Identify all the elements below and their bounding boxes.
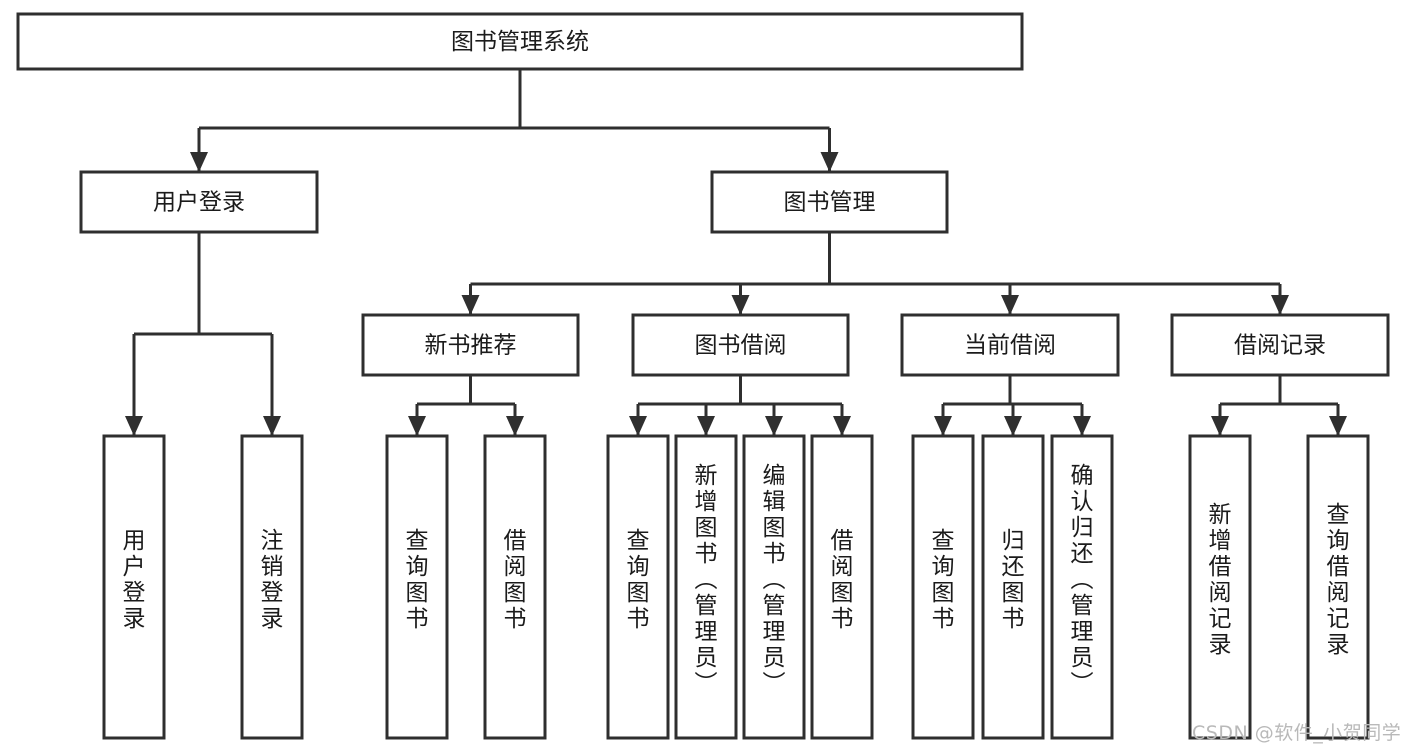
node-leaf-query-record[interactable]: 查询借阅记录 bbox=[1306, 434, 1370, 740]
node-bookmgmt[interactable]: 图书管理 bbox=[710, 170, 949, 234]
node-label-leaf-query-book-2: 查询图书 bbox=[627, 528, 650, 632]
node-box-leaf-user-logout[interactable] bbox=[240, 434, 304, 740]
node-label-leaf-confirm-return-admin: 确认归还︵管理员︶ bbox=[1071, 463, 1094, 697]
arrow-head-leaf-borrow-book-2 bbox=[833, 416, 851, 436]
node-label-leaf-user-login: 用户登录 bbox=[123, 528, 146, 632]
arrow-head-leaf-user-login bbox=[125, 416, 143, 436]
node-current[interactable]: 当前借阅 bbox=[900, 313, 1120, 377]
node-box-records[interactable] bbox=[1170, 313, 1390, 377]
node-leaf-return-book[interactable]: 归还图书 bbox=[981, 434, 1045, 740]
node-box-leaf-borrow-book-2[interactable] bbox=[810, 434, 874, 740]
node-box-leaf-return-book[interactable] bbox=[981, 434, 1045, 740]
arrow-head-leaf-query-book-1 bbox=[408, 416, 426, 436]
node-newbook[interactable]: 新书推荐 bbox=[361, 313, 580, 377]
node-root[interactable]: 图书管理系统 bbox=[16, 12, 1024, 71]
arrow-head-current bbox=[1001, 295, 1019, 315]
node-box-leaf-borrow-book-1[interactable] bbox=[483, 434, 547, 740]
node-box-leaf-add-book-admin[interactable] bbox=[674, 434, 738, 740]
arrow-head-leaf-query-book-2 bbox=[629, 416, 647, 436]
node-box-leaf-query-book-3[interactable] bbox=[911, 434, 975, 740]
node-box-leaf-add-record[interactable] bbox=[1188, 434, 1252, 740]
node-leaf-add-book-admin[interactable]: 新增图书︵管理员︶ bbox=[674, 434, 738, 740]
node-label-leaf-query-book-3: 查询图书 bbox=[932, 528, 955, 632]
node-leaf-add-record[interactable]: 新增借阅记录 bbox=[1188, 434, 1252, 740]
node-label-login: 用户登录 bbox=[153, 190, 245, 216]
node-leaf-query-book-1[interactable]: 查询图书 bbox=[385, 434, 449, 740]
node-box-bookmgmt[interactable] bbox=[710, 170, 949, 234]
arrow-head-leaf-borrow-book-1 bbox=[506, 416, 524, 436]
node-label-newbook: 新书推荐 bbox=[425, 333, 517, 359]
node-label-records: 借阅记录 bbox=[1234, 333, 1326, 359]
nodes-layer: 图书管理系统用户登录图书管理新书推荐图书借阅当前借阅借阅记录用户登录注销登录查询… bbox=[16, 12, 1390, 740]
node-box-leaf-query-book-1[interactable] bbox=[385, 434, 449, 740]
node-leaf-query-book-2[interactable]: 查询图书 bbox=[606, 434, 670, 740]
node-leaf-user-login[interactable]: 用户登录 bbox=[102, 434, 166, 740]
arrow-head-leaf-edit-book-admin bbox=[765, 416, 783, 436]
edges-layer bbox=[125, 69, 1347, 436]
node-label-leaf-query-record: 查询借阅记录 bbox=[1327, 502, 1350, 658]
node-label-leaf-add-record: 新增借阅记录 bbox=[1209, 502, 1232, 658]
node-label-leaf-borrow-book-2: 借阅图书 bbox=[831, 528, 854, 632]
arrow-head-bookmgmt bbox=[820, 152, 839, 172]
node-label-root: 图书管理系统 bbox=[451, 29, 589, 55]
node-box-borrow[interactable] bbox=[631, 313, 850, 377]
node-leaf-query-book-3[interactable]: 查询图书 bbox=[911, 434, 975, 740]
node-box-login[interactable] bbox=[79, 170, 319, 234]
node-label-leaf-borrow-book-1: 借阅图书 bbox=[504, 528, 527, 632]
arrow-head-leaf-user-logout bbox=[263, 416, 281, 436]
node-records[interactable]: 借阅记录 bbox=[1170, 313, 1390, 377]
arrow-head-leaf-query-record bbox=[1329, 416, 1347, 436]
node-label-leaf-user-logout: 注销登录 bbox=[261, 528, 284, 632]
node-label-bookmgmt: 图书管理 bbox=[784, 190, 876, 216]
arrow-head-leaf-confirm-return-admin bbox=[1073, 416, 1091, 436]
arrow-head-borrow bbox=[731, 295, 750, 315]
arrow-head-records bbox=[1271, 295, 1289, 315]
node-leaf-borrow-book-1[interactable]: 借阅图书 bbox=[483, 434, 547, 740]
node-box-leaf-query-record[interactable] bbox=[1306, 434, 1370, 740]
node-leaf-borrow-book-2[interactable]: 借阅图书 bbox=[810, 434, 874, 740]
node-box-leaf-confirm-return-admin[interactable] bbox=[1050, 434, 1114, 740]
arrow-head-leaf-add-record bbox=[1211, 416, 1229, 436]
node-leaf-edit-book-admin[interactable]: 编辑图书︵管理员︶ bbox=[742, 434, 806, 740]
node-box-root[interactable] bbox=[16, 12, 1024, 71]
arrow-head-leaf-add-book-admin bbox=[697, 416, 715, 436]
node-label-leaf-add-book-admin: 新增图书︵管理员︶ bbox=[695, 463, 718, 697]
node-leaf-user-logout[interactable]: 注销登录 bbox=[240, 434, 304, 740]
node-leaf-confirm-return-admin[interactable]: 确认归还︵管理员︶ bbox=[1050, 434, 1114, 740]
node-label-leaf-return-book: 归还图书 bbox=[1002, 528, 1025, 632]
arrow-head-newbook bbox=[461, 295, 480, 315]
node-label-current: 当前借阅 bbox=[964, 333, 1056, 359]
node-label-leaf-edit-book-admin: 编辑图书︵管理员︶ bbox=[763, 463, 786, 697]
node-label-borrow: 图书借阅 bbox=[695, 333, 787, 359]
node-login[interactable]: 用户登录 bbox=[79, 170, 319, 234]
node-label-leaf-query-book-1: 查询图书 bbox=[406, 528, 429, 632]
node-box-leaf-query-book-2[interactable] bbox=[606, 434, 670, 740]
node-borrow[interactable]: 图书借阅 bbox=[631, 313, 850, 377]
arrow-head-leaf-return-book bbox=[1004, 416, 1022, 436]
arrow-head-login bbox=[190, 152, 208, 172]
arrow-head-leaf-query-book-3 bbox=[934, 416, 952, 436]
node-box-leaf-user-login[interactable] bbox=[102, 434, 166, 740]
node-box-current[interactable] bbox=[900, 313, 1120, 377]
node-box-leaf-edit-book-admin[interactable] bbox=[742, 434, 806, 740]
node-box-newbook[interactable] bbox=[361, 313, 580, 377]
